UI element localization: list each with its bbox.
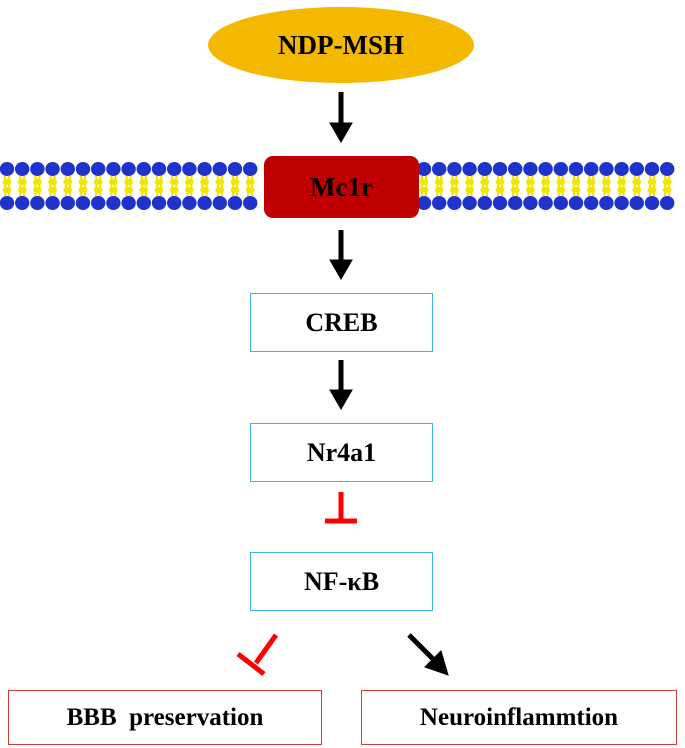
neuroinflammation-label: Neuroinflammtion xyxy=(419,703,619,731)
inhibit-nr4a1-nfkb xyxy=(325,492,357,524)
arrow-ligand-to-receptor xyxy=(329,92,353,143)
creb-box xyxy=(250,293,433,352)
neuroinflammation-box xyxy=(361,690,677,745)
nr4a1-label: Nr4a1 xyxy=(306,437,377,467)
nfkb-box xyxy=(250,552,433,611)
nfkb-label: NF-κB xyxy=(303,566,380,596)
ligand-label: NDP-MSH xyxy=(278,29,404,60)
creb-label: CREB xyxy=(305,307,378,337)
nr4a1-box xyxy=(250,423,433,482)
receptor-box xyxy=(264,156,419,218)
arrow-nfkb-to-neuroinflammation xyxy=(407,633,449,676)
bbb-preservation-box xyxy=(8,690,322,745)
inhibition-marks xyxy=(236,492,357,676)
ligand-ellipse xyxy=(208,7,474,83)
cell-membrane xyxy=(0,162,675,210)
bbb-preservation-label: BBB preservation xyxy=(66,703,264,731)
receptor-label: Mc1r xyxy=(310,171,373,202)
arrow-receptor-to-creb xyxy=(329,230,353,280)
arrow-creb-to-nr4a1 xyxy=(329,360,353,410)
inhibit-nfkb-bbb xyxy=(236,633,279,676)
activation-arrows xyxy=(329,92,449,676)
